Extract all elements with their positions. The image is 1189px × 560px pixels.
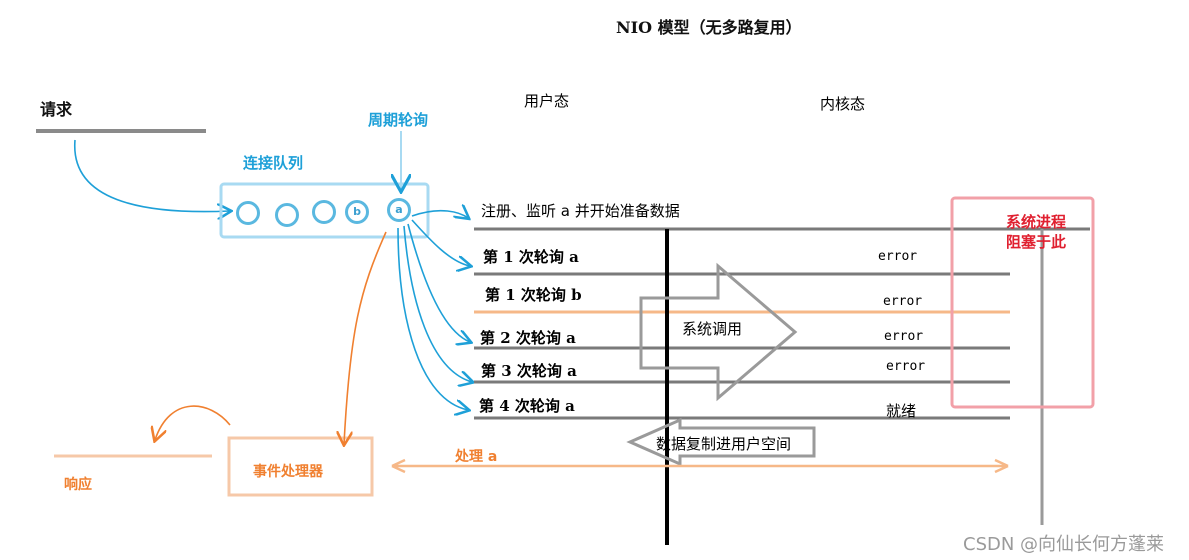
handle-arrow (391, 458, 1009, 474)
response-label: 响应 (64, 477, 92, 493)
status-ready: 就绪 (886, 402, 917, 420)
arrow-step-0 (411, 211, 468, 218)
ready-to-handler-arrow (344, 231, 387, 444)
status-error: error (886, 359, 926, 374)
connection-queue-box (219, 182, 430, 239)
queue-item-a: a (387, 198, 411, 222)
event-handler-box (227, 436, 374, 497)
blocking-label-1: 系统进程 (1006, 213, 1067, 231)
blocking-label-2: 阻塞于此 (1006, 233, 1067, 251)
blocking-box (950, 196, 1095, 409)
step-register: 注册、监听 a 并开始准备数据 (481, 202, 680, 220)
status-error: error (878, 249, 918, 264)
poll-label: 周期轮询 (368, 111, 429, 129)
user-mode-label: 用户态 (524, 92, 570, 110)
handle-label: 处理 a (455, 449, 498, 465)
step-poll-4a: 第 4 次轮询 a (479, 397, 575, 415)
handler-to-response-arrow (155, 405, 231, 440)
syscall-label: 系统调用 (682, 320, 743, 338)
watermark: CSDN @向仙长何方蓬莱 (963, 534, 1165, 555)
queue-item (312, 200, 336, 224)
status-error: error (884, 329, 924, 344)
request-label: 请求 (40, 100, 73, 119)
queue-item-b: b (345, 200, 369, 224)
status-error: error (883, 294, 923, 309)
kernel-mode-label: 内核态 (820, 95, 866, 113)
copy-arrow (626, 417, 816, 467)
event-handler-label: 事件处理器 (253, 464, 323, 480)
queue-item (236, 201, 260, 225)
arrow-step-1 (411, 219, 470, 266)
arrow-step-5 (397, 227, 468, 410)
step-poll-1a: 第 1 次轮询 a (483, 248, 579, 266)
queue-label: 连接队列 (243, 154, 304, 172)
syscall-arrow (639, 262, 798, 402)
step-poll-3a: 第 3 次轮询 a (481, 362, 577, 380)
page-title: NIO 模型（无多路复用） (616, 18, 802, 37)
arrow-step-3 (407, 223, 470, 342)
step-poll-1b: 第 1 次轮询 b (485, 286, 582, 304)
arrow-step-4 (403, 225, 472, 382)
copy-label: 数据复制进用户空间 (656, 435, 792, 453)
request-arrow (74, 139, 230, 212)
queue-item (275, 203, 299, 227)
step-poll-2a: 第 2 次轮询 a (480, 329, 576, 347)
